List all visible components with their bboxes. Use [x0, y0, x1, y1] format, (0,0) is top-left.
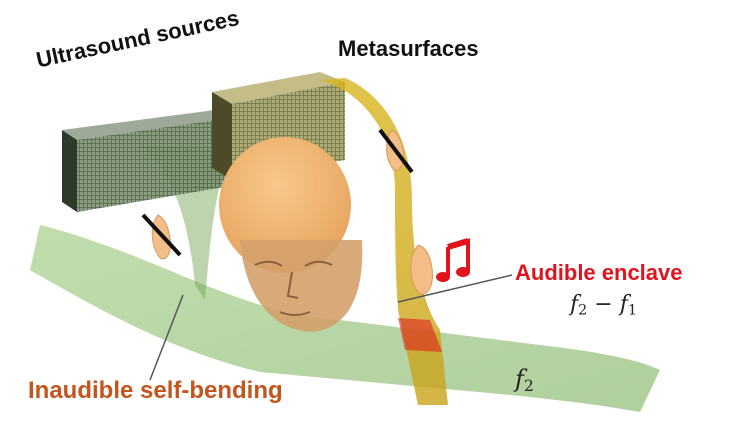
ear-icon: [410, 244, 433, 295]
music-note-icon: [436, 238, 470, 282]
ultrasound-source-panel: [62, 110, 230, 212]
formula-sub-b: 1: [627, 302, 637, 319]
formula-sub-a: 2: [578, 302, 588, 319]
formula-operator: −: [587, 292, 620, 317]
enclave-leader-line: [397, 274, 513, 303]
inaudible-self-bending-label: Inaudible self-bending: [28, 377, 283, 404]
formula-f-b: f: [619, 292, 628, 317]
green-beam-floor: [30, 225, 660, 412]
head-icon: [219, 137, 363, 332]
audible-enclave-region: [398, 318, 442, 352]
formula-f-a: f: [570, 292, 579, 317]
enclave-frequency-formula: f2 − f1: [570, 292, 637, 319]
beam-sub: 2: [523, 376, 534, 395]
blocked-marker-right: [378, 128, 414, 174]
audible-enclave-label: Audible enclave: [515, 260, 683, 285]
beam-f: f: [515, 365, 524, 393]
metasurfaces-label: Metasurfaces: [338, 36, 479, 61]
beam-frequency-label: f2: [515, 365, 534, 395]
inaudible-leader-line: [149, 294, 184, 381]
blocked-marker-left: [141, 213, 182, 257]
